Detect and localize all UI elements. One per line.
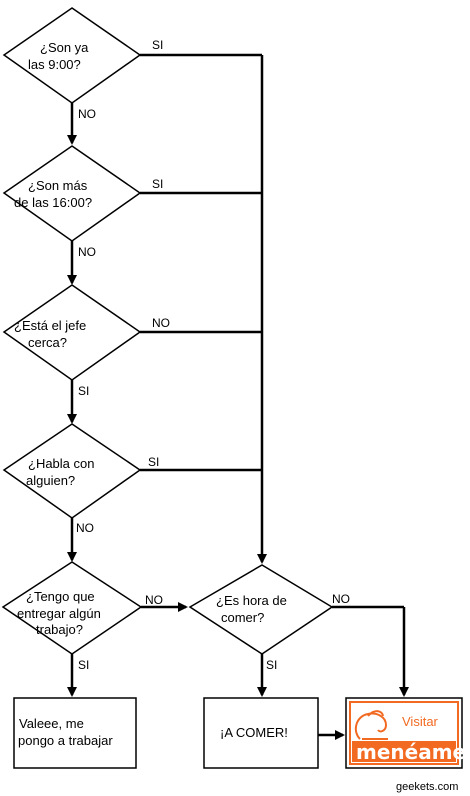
edge-label-d6-no: NO [332, 592, 350, 606]
decision-4-line-2: alguien? [26, 473, 75, 488]
decision-text-1: ¿Son ya las 9:00? [28, 40, 92, 72]
decision-3-line-1: ¿Está el jefe [14, 318, 86, 333]
decision-5-line-1: ¿Tengo que [26, 589, 95, 604]
box-trabajar-line-2: pongo a trabajar [18, 733, 113, 748]
decision-text-6: ¿Es hora de comer? [216, 593, 290, 625]
box-comer-text: ¡A COMER! [220, 725, 288, 740]
decision-text-5: ¿Tengo que entregar algún trabajo? [17, 589, 104, 637]
edge-label-d6-si: SI [266, 658, 277, 672]
decision-2-line-2: de las 16:00? [14, 195, 92, 210]
decision-5-line-3: trabajo? [36, 622, 83, 637]
decision-diamond-5 [1, 561, 143, 655]
decision-1-line-2: las 9:00? [28, 57, 81, 72]
box-trabajar-text: Valeee, me pongo a trabajar [18, 716, 113, 748]
edge-label-d3-no: NO [152, 316, 170, 330]
edge-label-d2-si: SI [152, 177, 163, 191]
decision-text-3: ¿Está el jefe cerca? [14, 318, 90, 350]
edge-label-d5-si: SI [78, 658, 89, 672]
decision-diamond-6 [188, 564, 334, 655]
logo-top-text: Visitar [402, 714, 439, 729]
logo-word-bg [352, 741, 456, 762]
edge-label-d1-si: SI [152, 38, 163, 52]
decision-diamond-1 [2, 7, 142, 104]
decision-5-line-2: entregar algún [17, 606, 101, 621]
meneame-mascot-icon [354, 710, 388, 740]
box-trabajar [13, 697, 137, 769]
edge-label-d4-si: SI [148, 455, 159, 469]
box-comer [203, 697, 319, 769]
decision-6-line-1: ¿Es hora de [216, 593, 287, 608]
decision-diamond-2 [2, 145, 142, 242]
decision-text-4: ¿Habla con alguien? [26, 456, 98, 488]
decision-2-line-1: ¿Son más [28, 178, 88, 193]
decision-diamond-3 [2, 284, 142, 381]
edge-label-d4-no: NO [76, 521, 94, 535]
edge-label-d1-no: NO [78, 107, 96, 121]
decision-1-line-1: ¿Son ya [40, 40, 89, 55]
edge-label-d5-no: NO [145, 593, 163, 607]
box-trabajar-line-1: Valeee, me [19, 716, 84, 731]
decision-diamond-4 [2, 423, 142, 519]
decision-3-line-2: cerca? [28, 335, 67, 350]
edge-label-d2-no: NO [78, 245, 96, 259]
logo-word-text: menéame [356, 740, 466, 764]
meneame-logo[interactable]: Visitar menéame [345, 697, 466, 769]
decision-4-line-1: ¿Habla con [28, 456, 94, 471]
credit-text: geekets.com [396, 781, 458, 793]
connectors [67, 53, 409, 740]
decision-text-2: ¿Son más de las 16:00? [14, 178, 92, 210]
edge-label-d3-si: SI [78, 384, 89, 398]
decision-6-line-2: comer? [221, 610, 264, 625]
